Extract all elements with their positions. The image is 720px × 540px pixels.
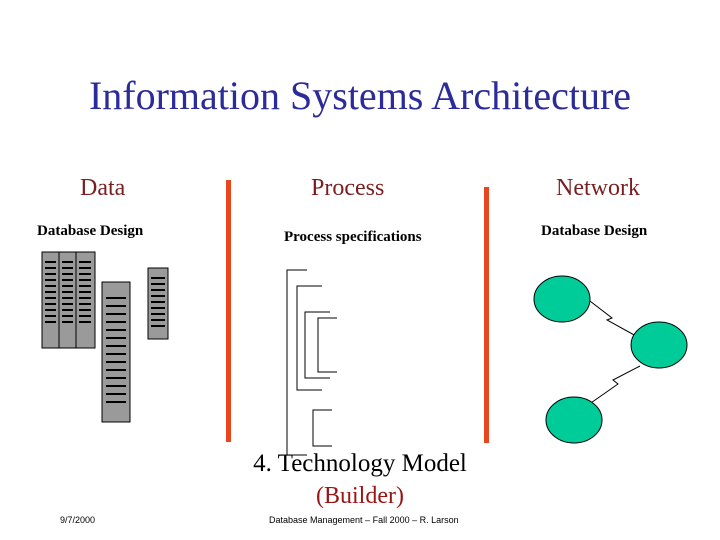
file-record-lines [45, 261, 165, 403]
third-bracket [304, 311, 330, 379]
network-node-2 [630, 321, 688, 369]
footer-date: 9/7/2000 [60, 515, 96, 525]
file-block-3 [75, 251, 96, 349]
file-block-1 [41, 251, 60, 349]
data-column-heading: Data [80, 175, 126, 201]
process-specification-brackets [286, 269, 337, 456]
slide-title: Information Systems Architecture [88, 73, 632, 118]
left-divider [226, 180, 231, 442]
technology-model-title: 4. Technology Model [253, 450, 467, 477]
network-nodes [533, 275, 688, 444]
network-links [585, 297, 641, 406]
outer-bracket [286, 269, 307, 456]
network-link-1 [585, 297, 637, 337]
database-files-illustration [41, 251, 169, 423]
network-node-1 [533, 275, 591, 323]
technology-model-subtitle: (Builder) [316, 483, 404, 509]
lower-bracket [312, 409, 332, 447]
inner-bracket [317, 317, 337, 373]
file-block-5 [147, 267, 169, 340]
footer-course: Database Management – Fall 2000 – R. Lar… [269, 515, 459, 525]
network-node-3 [545, 396, 603, 444]
network-link-2 [587, 365, 641, 406]
data-column-subheading: Database Design [37, 223, 144, 239]
right-divider [484, 187, 489, 443]
file-block-2 [58, 251, 77, 349]
process-column-heading: Process [311, 175, 385, 201]
second-bracket [296, 285, 322, 391]
network-column-heading: Network [556, 175, 640, 201]
process-column-subheading: Process specifications [284, 229, 422, 245]
network-column-subheading: Database Design [541, 223, 648, 239]
